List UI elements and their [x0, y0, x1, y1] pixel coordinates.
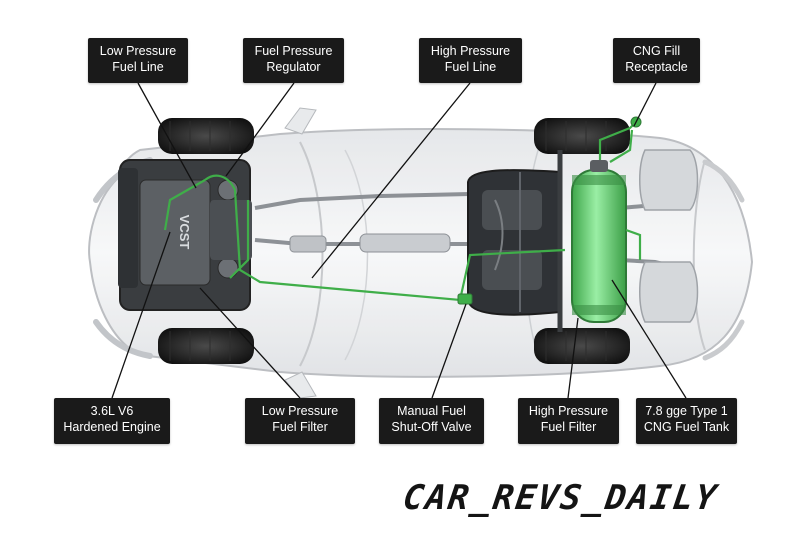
- leader-high-pressure-fuel-filter: [567, 317, 579, 399]
- rear-right-wheel: [534, 328, 630, 364]
- rear-subframe: [467, 150, 563, 332]
- cng-fuel-tank: [571, 160, 627, 323]
- cng-fuel-lines: [163, 121, 642, 302]
- callout-fuel-pressure-regulator: Fuel Pressure Regulator: [243, 38, 344, 83]
- callout-low-pressure-fuel-line: Low Pressure Fuel Line: [88, 38, 188, 83]
- watermark-logo: CAR_REVS_DAILY: [400, 478, 721, 518]
- callout-high-pressure-fuel-line: High Pressure Fuel Line: [419, 38, 522, 83]
- rear-trunk-area: [639, 149, 699, 323]
- front-left-wheel: [158, 118, 254, 154]
- leader-low-pressure-fuel-filter: [199, 287, 301, 399]
- leader-low-pressure-fuel-line: [137, 82, 197, 189]
- leader-cng-fuel-tank: [611, 279, 687, 399]
- leader-engine: [111, 231, 171, 399]
- engine-block: VCST: [118, 159, 252, 311]
- shutoff-valve-marker: [457, 293, 473, 305]
- leader-manual-shutoff-valve: [431, 303, 467, 399]
- callout-cng-fuel-tank: 7.8 gge Type 1 CNG Fuel Tank: [636, 398, 737, 444]
- callout-cng-fill-receptacle: CNG Fill Receptacle: [613, 38, 700, 83]
- callout-high-pressure-fuel-filter: High Pressure Fuel Filter: [518, 398, 619, 444]
- leader-lines: [111, 82, 687, 399]
- engine-cover-text: VCST: [177, 215, 192, 250]
- callout-low-pressure-fuel-filter: Low Pressure Fuel Filter: [245, 398, 355, 444]
- callout-manual-shutoff-valve: Manual Fuel Shut-Off Valve: [379, 398, 484, 444]
- leader-cng-fill-receptacle: [633, 82, 657, 127]
- callout-engine: 3.6L V6 Hardened Engine: [54, 398, 170, 444]
- rear-left-wheel: [534, 118, 630, 154]
- wheels: [158, 118, 630, 364]
- leader-high-pressure-fuel-line: [311, 82, 471, 279]
- leader-fuel-pressure-regulator: [225, 82, 295, 177]
- front-right-wheel: [158, 328, 254, 364]
